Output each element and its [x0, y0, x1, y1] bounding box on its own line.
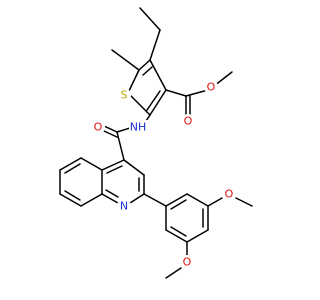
bond-ar5-ar6: [186, 193, 209, 207]
methoxy-b-o-label: O: [183, 256, 192, 269]
bond-c7-c8: [59, 193, 82, 207]
bond-c4a-q4-double: [106, 165, 123, 174]
bond-c7-c8-double: [64, 190, 81, 201]
bond-amide-c4q: [116, 131, 125, 161]
label-bg: [181, 114, 195, 128]
bond-nh-co: [116, 127, 131, 133]
bond-c5-c6-double: [64, 163, 81, 174]
methoxy-a-o-label: O: [225, 188, 234, 201]
atom-o-amide: O: [91, 120, 105, 134]
bond-c3-c2: [149, 89, 167, 116]
label-bg: [204, 80, 218, 94]
bond-c2-s: [127, 92, 151, 116]
label-bg: [222, 187, 236, 201]
bond-lines: [59, 7, 253, 279]
atom-nh: NH: [129, 120, 148, 134]
bond-c5-c4-double: [142, 66, 153, 76]
atom-o-ester-single: O: [204, 80, 218, 94]
atom-o-methoxy-b: O: [180, 255, 194, 269]
atom-labels: S NH N O O O O O: [91, 80, 236, 269]
bond-methyl: [111, 49, 140, 71]
bond-c4-c3: [149, 59, 167, 91]
bond-ethyl-1: [149, 29, 161, 61]
label-bg: [117, 199, 131, 213]
bond-c8-c8a: [80, 193, 103, 207]
ester-single-o-label: O: [207, 81, 216, 94]
bond-ar6-ar1: [165, 193, 188, 207]
bond-ester-o: [185, 89, 209, 97]
bond-amide-co: [103, 125, 118, 133]
bond-ar2-ar3-double: [170, 226, 187, 237]
amide-o-label: O: [94, 121, 103, 134]
label-bg: [117, 88, 131, 102]
atom-n-quinoline: N: [117, 199, 131, 213]
bond-c5-c4: [138, 59, 151, 71]
atom-o-ester-carbonyl: O: [181, 114, 195, 128]
bond-c4a-q4: [101, 159, 125, 171]
label-bg: [180, 255, 194, 269]
bond-q2-n: [129, 193, 145, 204]
bond-c5-c6: [59, 157, 82, 171]
bond-ome-b-methyl: [165, 267, 182, 279]
bond-ar3-ar4: [186, 229, 209, 243]
nh-label: NH: [130, 121, 147, 134]
bond-ome-a-methyl: [235, 197, 253, 207]
molecule-structure: S NH N O O O O O: [59, 7, 253, 279]
bond-ar2-ar3: [165, 229, 188, 243]
atom-s: S: [117, 88, 131, 102]
bond-ar6-ar1-double: [170, 199, 187, 210]
bond-n-c8a: [101, 193, 119, 204]
bond-c3-c2-double: [146, 90, 161, 111]
label-bg: [91, 120, 105, 134]
quinoline-n-label: N: [120, 200, 128, 213]
label-bg: [129, 120, 148, 134]
bond-c4a-c5: [80, 157, 103, 171]
bond-amide-co-double: [103, 130, 118, 138]
bond-c3-ester: [165, 89, 187, 97]
bond-n-c8a-double: [105, 189, 119, 198]
atom-o-methoxy-a: O: [222, 187, 236, 201]
ester-carbonyl-o-label: O: [184, 115, 193, 128]
bond-s-c5: [127, 69, 140, 94]
bond-q2-aryl: [143, 193, 167, 207]
bond-ethyl-2: [139, 7, 161, 31]
bond-q4-q3: [123, 159, 145, 176]
sulfur-label: S: [121, 89, 128, 102]
bond-ar5-o: [207, 197, 223, 207]
